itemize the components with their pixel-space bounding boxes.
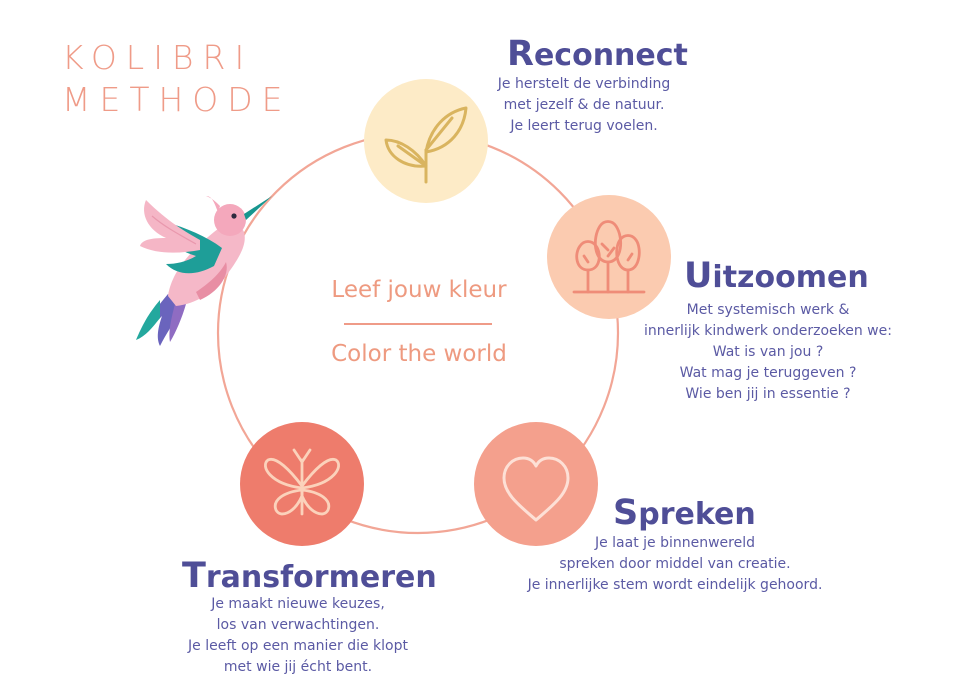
brand-title-line2: METHODE xyxy=(62,80,292,119)
hummingbird-illustration xyxy=(136,196,272,346)
uitzoomen-desc-line: Wat mag je teruggeven ? xyxy=(679,365,857,381)
spreken-desc-line: spreken door middel van creatie. xyxy=(559,556,791,572)
reconnect-title-rest: econnect xyxy=(533,38,688,73)
uitzoomen-title: Uitzoomen xyxy=(684,256,869,296)
reconnect-description: Je herstelt de verbinding met jezelf & d… xyxy=(480,74,688,137)
transformeren-title-initial: T xyxy=(182,556,206,596)
transformeren-desc-line: met wie jij écht bent. xyxy=(223,659,373,675)
uitzoomen-title-initial: U xyxy=(684,256,713,296)
spreken-title-initial: S xyxy=(613,493,639,533)
reconnect-desc-line: Je leert terug voelen. xyxy=(510,118,658,134)
heart-icon xyxy=(502,456,570,522)
center-divider xyxy=(344,323,492,325)
reconnect-title-initial: R xyxy=(507,34,534,74)
trees-icon xyxy=(572,220,646,294)
spreken-description: Je laat je binnenwereld spreken door mid… xyxy=(512,533,838,596)
spreken-desc-line: Je laat je binnenwereld xyxy=(594,535,756,551)
transformeren-desc-line: los van verwachtingen. xyxy=(216,617,380,633)
transformeren-node xyxy=(240,422,364,546)
uitzoomen-node xyxy=(547,195,671,319)
uitzoomen-desc-line: Wie ben jij in essentie ? xyxy=(685,386,851,402)
center-motto-nl: Leef jouw kleur xyxy=(331,277,507,303)
reconnect-desc-line: Je herstelt de verbinding xyxy=(497,76,671,92)
leaf-sprout-icon xyxy=(384,106,468,184)
reconnect-node xyxy=(364,79,488,203)
transformeren-desc-line: Je maakt nieuwe keuzes, xyxy=(211,596,385,612)
transformeren-title: Transformeren xyxy=(182,556,437,596)
uitzoomen-desc-line: innerlijk kindwerk onderzoeken we: xyxy=(644,323,892,339)
reconnect-desc-line: met jezelf & de natuur. xyxy=(503,97,665,113)
spreken-node xyxy=(474,422,598,546)
spreken-title: Spreken xyxy=(613,493,756,533)
transformeren-title-rest: ransformeren xyxy=(205,560,437,595)
spreken-desc-line: Je innerlijke stem wordt eindelijk gehoo… xyxy=(527,577,823,593)
center-motto-en: Color the world xyxy=(331,341,507,367)
uitzoomen-description: Met systemisch werk & innerlijk kindwerk… xyxy=(635,300,901,405)
transformeren-desc-line: Je leeft op een manier die klopt xyxy=(188,638,408,654)
uitzoomen-desc-line: Met systemisch werk & xyxy=(686,302,850,318)
brand-title-line1: KOLIBRI xyxy=(62,38,254,77)
spreken-title-rest: preken xyxy=(638,497,756,532)
transformeren-description: Je maakt nieuwe keuzes, los van verwacht… xyxy=(166,594,430,678)
uitzoomen-desc-line: Wat is van jou ? xyxy=(712,344,824,360)
reconnect-title: Reconnect xyxy=(507,34,688,74)
butterfly-icon xyxy=(264,448,340,516)
uitzoomen-title-rest: itzoomen xyxy=(712,260,869,295)
